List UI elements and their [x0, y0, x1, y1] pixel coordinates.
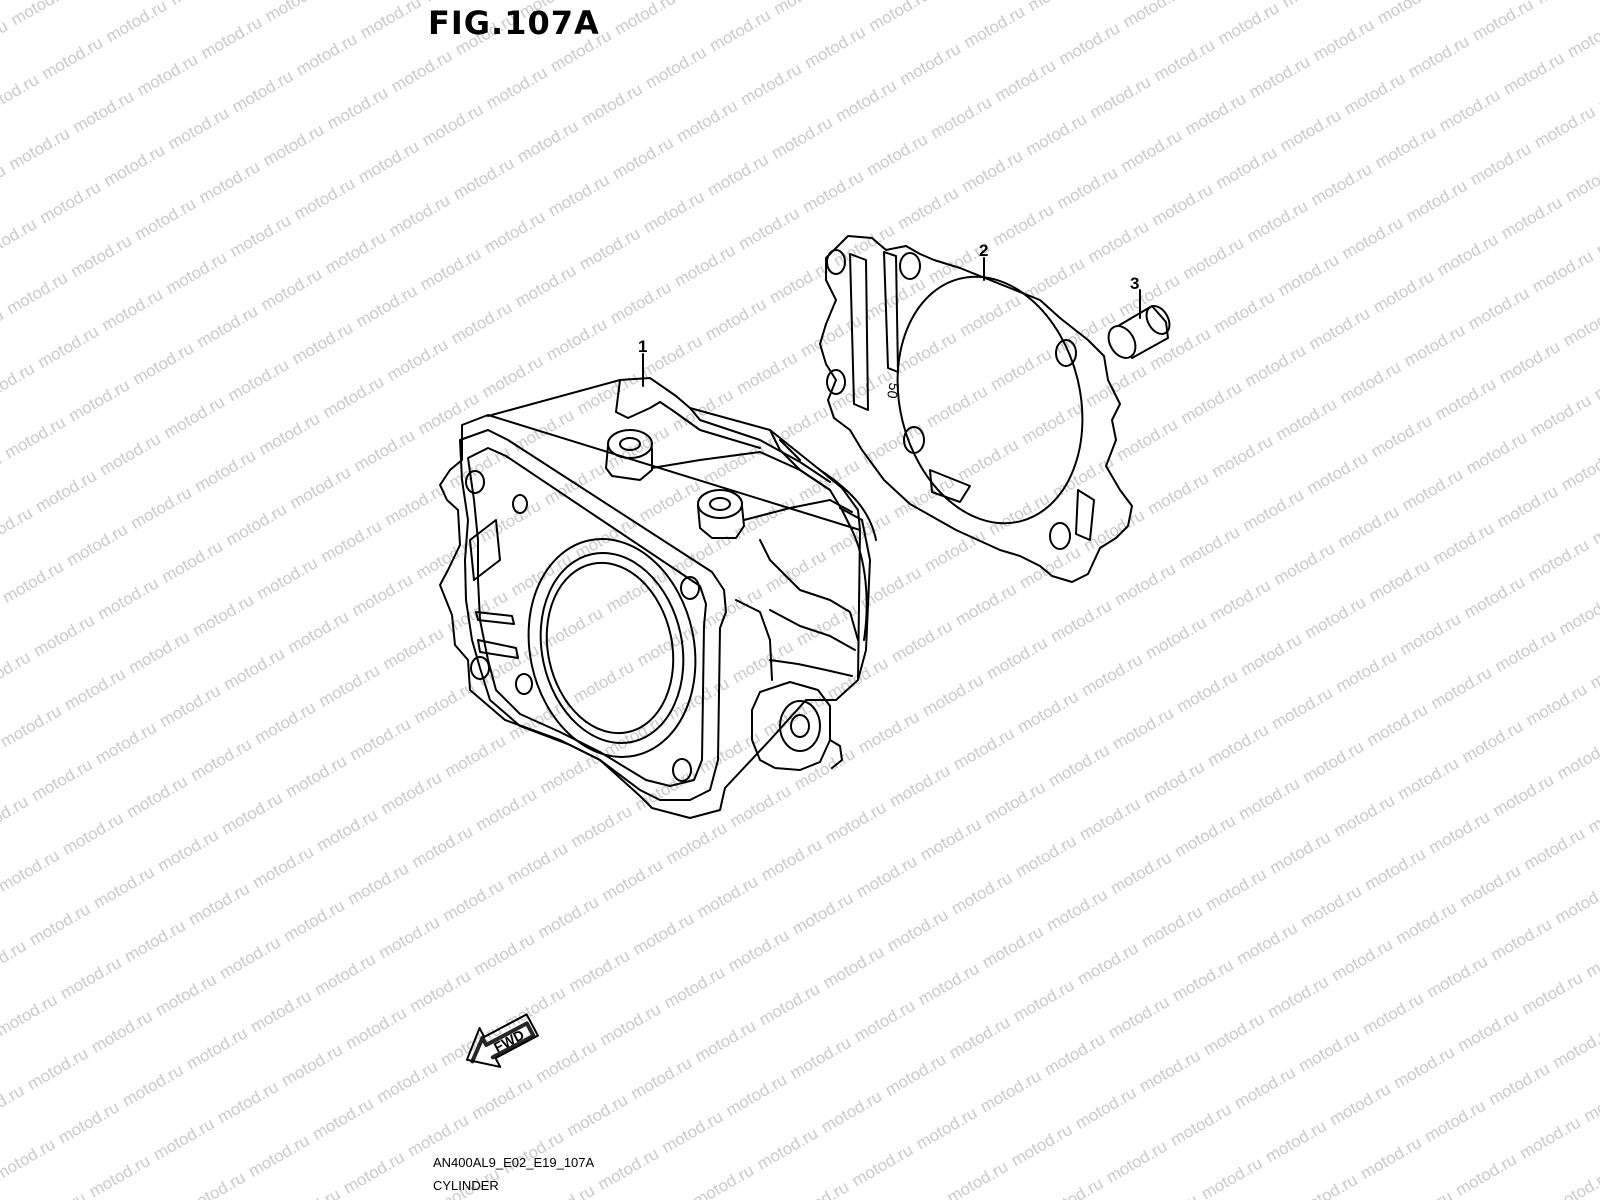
callout-1: 1: [638, 337, 648, 356]
gasket-marking: 50: [884, 382, 902, 400]
cylinder-gasket-part: 50: [819, 235, 1133, 583]
callout-2: 2: [979, 241, 989, 260]
forward-direction-arrow-icon: FWD: [465, 1013, 539, 1068]
footer-model-code: AN400AL9_E02_E19_107A: [433, 1155, 595, 1170]
callout-3: 3: [1130, 274, 1140, 293]
footer-section-name: CYLINDER: [433, 1178, 499, 1193]
dowel-pin-part: [1107, 305, 1171, 359]
figure-title: FIG.107A: [428, 4, 600, 42]
cylinder-part: [439, 377, 877, 819]
